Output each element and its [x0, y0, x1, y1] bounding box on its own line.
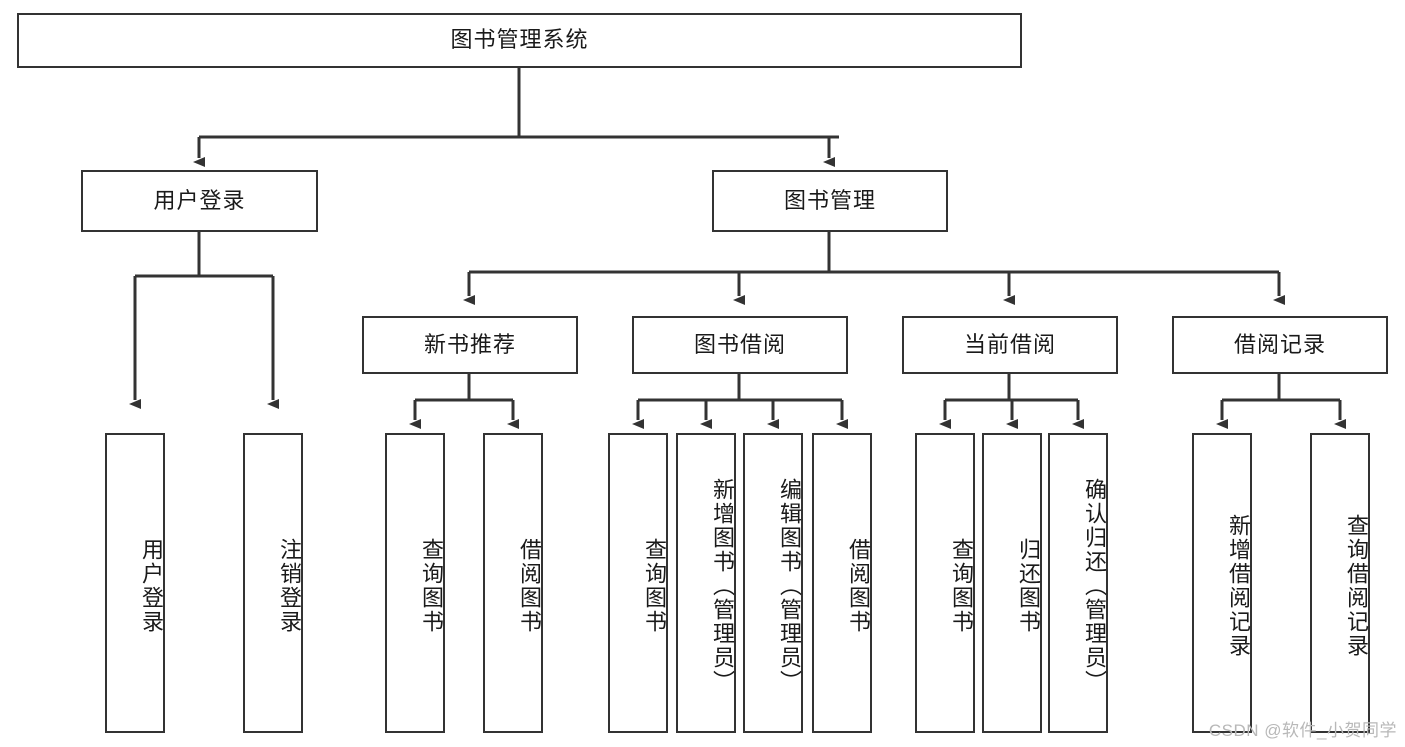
leaf-borrow-record-add[interactable]: 新增借阅记录 — [1192, 433, 1252, 733]
node-new-book-recommend[interactable]: 新书推荐 — [362, 316, 578, 374]
node-label: 新增图书（管理员） — [710, 478, 735, 694]
leaf-current-borrow-return[interactable]: 归还图书 — [982, 433, 1042, 733]
node-label: 图书借阅 — [693, 331, 786, 357]
leaf-current-borrow-confirm-return[interactable]: 确认归还（管理员） — [1048, 433, 1108, 733]
leaf-book-borrow-edit[interactable]: 编辑图书（管理员） — [743, 433, 803, 733]
leaf-borrow-record-query[interactable]: 查询借阅记录 — [1310, 433, 1370, 733]
node-user-login[interactable]: 用户登录 — [81, 170, 318, 232]
node-label: 注销登录 — [277, 538, 302, 634]
node-current-borrow[interactable]: 当前借阅 — [902, 316, 1118, 374]
node-book-borrow[interactable]: 图书借阅 — [632, 316, 848, 374]
node-label: 查询图书 — [419, 538, 444, 634]
node-book-management[interactable]: 图书管理 — [712, 170, 948, 232]
node-label: 编辑图书（管理员） — [777, 478, 802, 694]
node-label: 用户登录 — [139, 538, 164, 634]
leaf-book-borrow-borrow[interactable]: 借阅图书 — [812, 433, 872, 733]
leaf-user-login-logout[interactable]: 注销登录 — [243, 433, 303, 733]
node-label: 新增借阅记录 — [1226, 514, 1251, 658]
leaf-new-book-borrow[interactable]: 借阅图书 — [483, 433, 543, 733]
leaf-user-login-login[interactable]: 用户登录 — [105, 433, 165, 733]
leaf-new-book-query[interactable]: 查询图书 — [385, 433, 445, 733]
node-label: 借阅图书 — [846, 538, 871, 634]
node-label: 借阅记录 — [1233, 331, 1326, 357]
node-label: 图书管理系统 — [450, 27, 589, 53]
node-label: 借阅图书 — [517, 538, 542, 634]
node-label: 归还图书 — [1016, 538, 1041, 634]
node-borrow-record[interactable]: 借阅记录 — [1172, 316, 1388, 374]
leaf-book-borrow-query[interactable]: 查询图书 — [608, 433, 668, 733]
csdn-watermark: CSDN @软件_小贺同学 — [1208, 721, 1397, 740]
node-label: 图书管理 — [783, 187, 876, 213]
node-root-system[interactable]: 图书管理系统 — [17, 13, 1022, 68]
node-label: 新书推荐 — [423, 331, 516, 357]
leaf-current-borrow-query[interactable]: 查询图书 — [915, 433, 975, 733]
node-label: 当前借阅 — [963, 331, 1056, 357]
node-label: 查询图书 — [642, 538, 667, 634]
node-label: 查询借阅记录 — [1344, 514, 1369, 658]
node-label: 查询图书 — [949, 538, 974, 634]
leaf-book-borrow-add[interactable]: 新增图书（管理员） — [676, 433, 736, 733]
node-label: 确认归还（管理员） — [1082, 478, 1107, 694]
node-label: 用户登录 — [153, 187, 246, 213]
